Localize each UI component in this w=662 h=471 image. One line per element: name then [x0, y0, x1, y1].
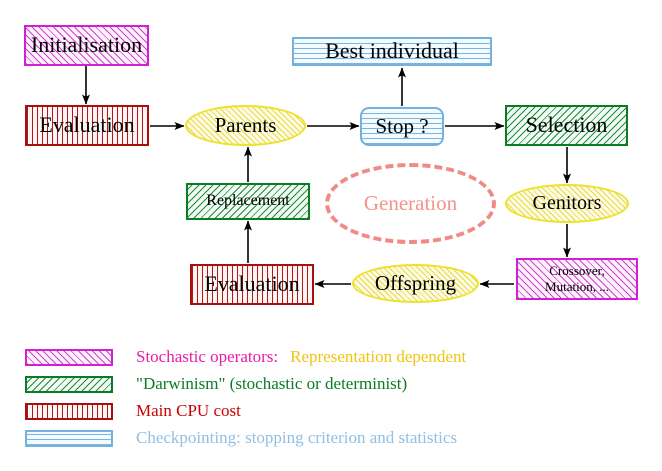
- node-selection[interactable]: Selection: [505, 105, 628, 146]
- node-parents[interactable]: Parents: [185, 105, 306, 146]
- node-offspring-label: Offspring: [374, 270, 457, 295]
- node-replacement-label: Replacement: [206, 192, 290, 210]
- legend-label-main-cpu-cost: Main CPU cost: [136, 401, 241, 420]
- node-generation-label: Generation: [363, 190, 458, 215]
- node-parents-label: Parents: [214, 112, 277, 137]
- legend-swatch-blue-hatch: [25, 429, 113, 447]
- node-crossover-label-line2: Mutation, ...: [545, 279, 609, 294]
- node-generation-cycle: Generation: [325, 163, 496, 244]
- node-genitors[interactable]: Genitors: [505, 184, 629, 223]
- legend-row-checkpointing: Checkpointing: stopping criterion and st…: [25, 427, 457, 449]
- node-offspring[interactable]: Offspring: [352, 264, 479, 303]
- legend-label-representation-dependent: Representation dependent: [290, 347, 467, 366]
- node-crossover-label-line1: Crossover,: [549, 262, 605, 278]
- node-best-individual[interactable]: Best individual: [292, 37, 492, 66]
- legend-swatch-magenta-hatch: [25, 348, 113, 366]
- legend-swatch-red-hatch: [25, 402, 113, 420]
- node-initialisation-label: Initialisation: [30, 32, 143, 58]
- node-selection-label: Selection: [525, 112, 608, 138]
- node-stop-decision[interactable]: Stop ?: [360, 107, 444, 146]
- legend-row-main-cpu-cost: Main CPU cost: [25, 400, 241, 422]
- legend-label-checkpointing: Checkpointing: stopping criterion and st…: [136, 428, 458, 447]
- node-best-individual-label: Best individual: [325, 38, 459, 64]
- node-replacement[interactable]: Replacement: [186, 183, 310, 220]
- legend-text-stochastic-operators: Stochastic operators: Representation depe…: [136, 347, 466, 367]
- node-evaluation-top[interactable]: Evaluation: [25, 105, 149, 146]
- node-stop-label: Stop ?: [375, 113, 429, 138]
- legend-swatch-green-hatch: [25, 375, 113, 393]
- node-crossover-mutation[interactable]: Crossover, Mutation, ...: [516, 258, 638, 300]
- legend-row-stochastic-operators: Stochastic operators: Representation depe…: [25, 346, 466, 368]
- node-initialisation[interactable]: Initialisation: [24, 25, 149, 66]
- legend-label-darwinism: "Darwinism" (stochastic or determinist): [136, 374, 408, 393]
- legend-label-stochastic-operators: Stochastic operators:: [136, 347, 279, 366]
- node-evaluation-bottom[interactable]: Evaluation: [190, 264, 314, 305]
- legend-row-darwinism: "Darwinism" (stochastic or determinist): [25, 373, 407, 395]
- node-evaluation-top-label: Evaluation: [39, 112, 135, 138]
- node-genitors-label: Genitors: [532, 192, 602, 215]
- node-evaluation-bottom-label: Evaluation: [204, 271, 300, 297]
